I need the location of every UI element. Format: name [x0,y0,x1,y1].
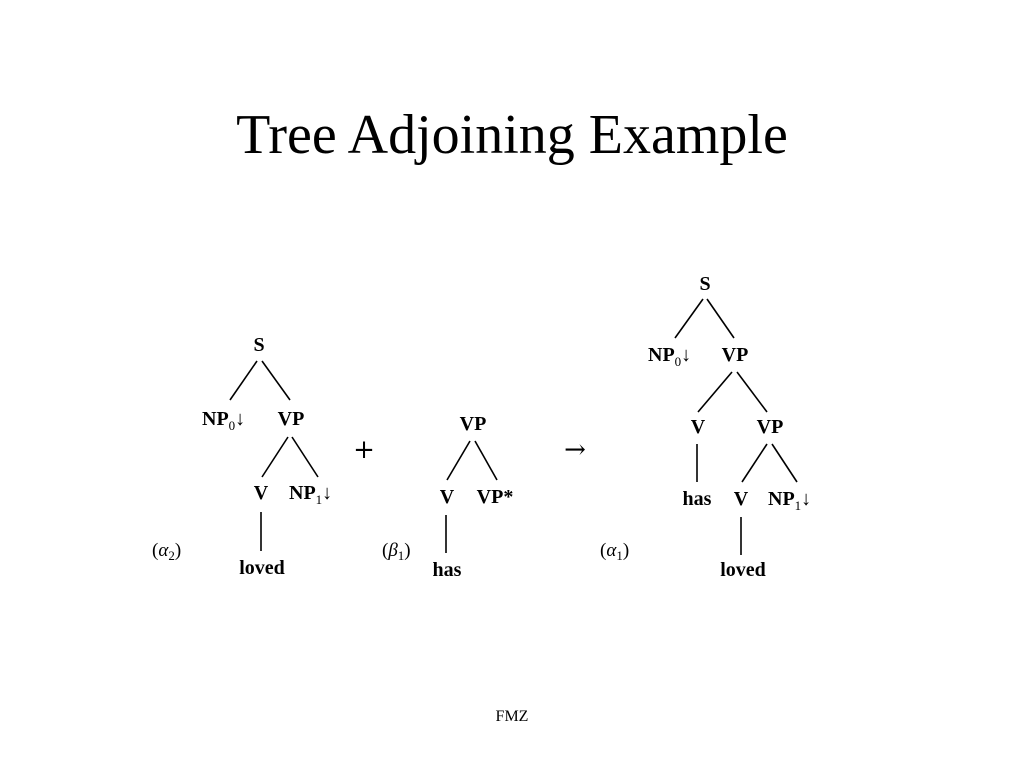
alpha2-np1-sub: 1 [316,492,323,507]
alpha1-node-np1: NP1↓ [768,488,811,513]
alpha1-node-vp: VP [722,344,749,366]
alpha2-np1-mark: ↓ [322,482,332,504]
alpha1-node-vp2: VP [757,416,784,438]
alpha1-edge-s-vp [706,298,735,339]
alpha1-np0-sub: 0 [675,354,682,369]
alpha1-node-v2: V [734,488,749,510]
alpha2-word-loved: loved [239,557,285,579]
beta1-edge-vp-foot [474,440,498,481]
alpha1-edge-vp2-np1 [771,443,798,483]
alpha1-np1-sub: 1 [795,498,802,513]
beta1-edge-vp-v [446,440,471,481]
alpha2-node-np0: NP0↓ [202,408,245,433]
alpha2-edge-s-vp [261,360,291,401]
alpha1-edge-vp-v [697,371,733,413]
alpha1-node-s: S [699,273,710,295]
tree-beta1: VP V VP* has (β1) [382,413,513,581]
alpha2-edge-vp-np1 [291,436,319,478]
beta1-label: (β1) [382,540,411,563]
alpha2-node-v: V [254,482,269,504]
alpha1-np0-mark: ↓ [681,344,691,366]
alpha1-np1-mark: ↓ [801,488,811,510]
alpha1-node-np0: NP0↓ [648,344,691,369]
alpha2-edge-s-np0 [229,360,258,401]
beta1-word-has: has [433,559,462,581]
tree-alpha2: S NP0↓ VP V NP1↓ loved (α2) [152,334,332,579]
arrow-operator: → [564,435,586,465]
alpha2-np0-base: NP [202,408,229,430]
alpha2-edge-vp-v [261,436,289,478]
alpha1-label: (α1) [600,540,629,563]
alpha2-node-s: S [253,334,264,356]
slide-title: Tree Adjoining Example [236,104,788,166]
beta1-node-vp-foot: VP* [477,486,514,508]
alpha2-np0-mark: ↓ [235,408,245,430]
alpha1-word-has: has [683,488,712,510]
alpha1-edge-vp-vp2 [736,371,768,413]
alpha1-node-v: V [691,416,706,438]
plus-operator: + [353,435,375,465]
alpha1-np1-base: NP [768,488,795,510]
alpha2-node-vp: VP [278,408,305,430]
alpha2-np1-base: NP [289,482,316,504]
alpha1-np0-base: NP [648,344,675,366]
beta1-node-vp: VP [460,413,487,435]
alpha1-edge-vp2-v2 [741,443,768,483]
alpha2-label: (α2) [152,540,181,563]
beta1-node-v: V [440,486,455,508]
alpha2-node-np1: NP1↓ [289,482,332,507]
alpha1-edge-s-np0 [674,298,704,339]
slide-footer: FMZ [495,708,529,725]
alpha2-np0-sub: 0 [229,418,236,433]
alpha1-word-loved: loved [720,559,766,581]
tree-alpha1: S NP0↓ VP V VP has V NP1↓ loved (α1) [600,273,811,581]
